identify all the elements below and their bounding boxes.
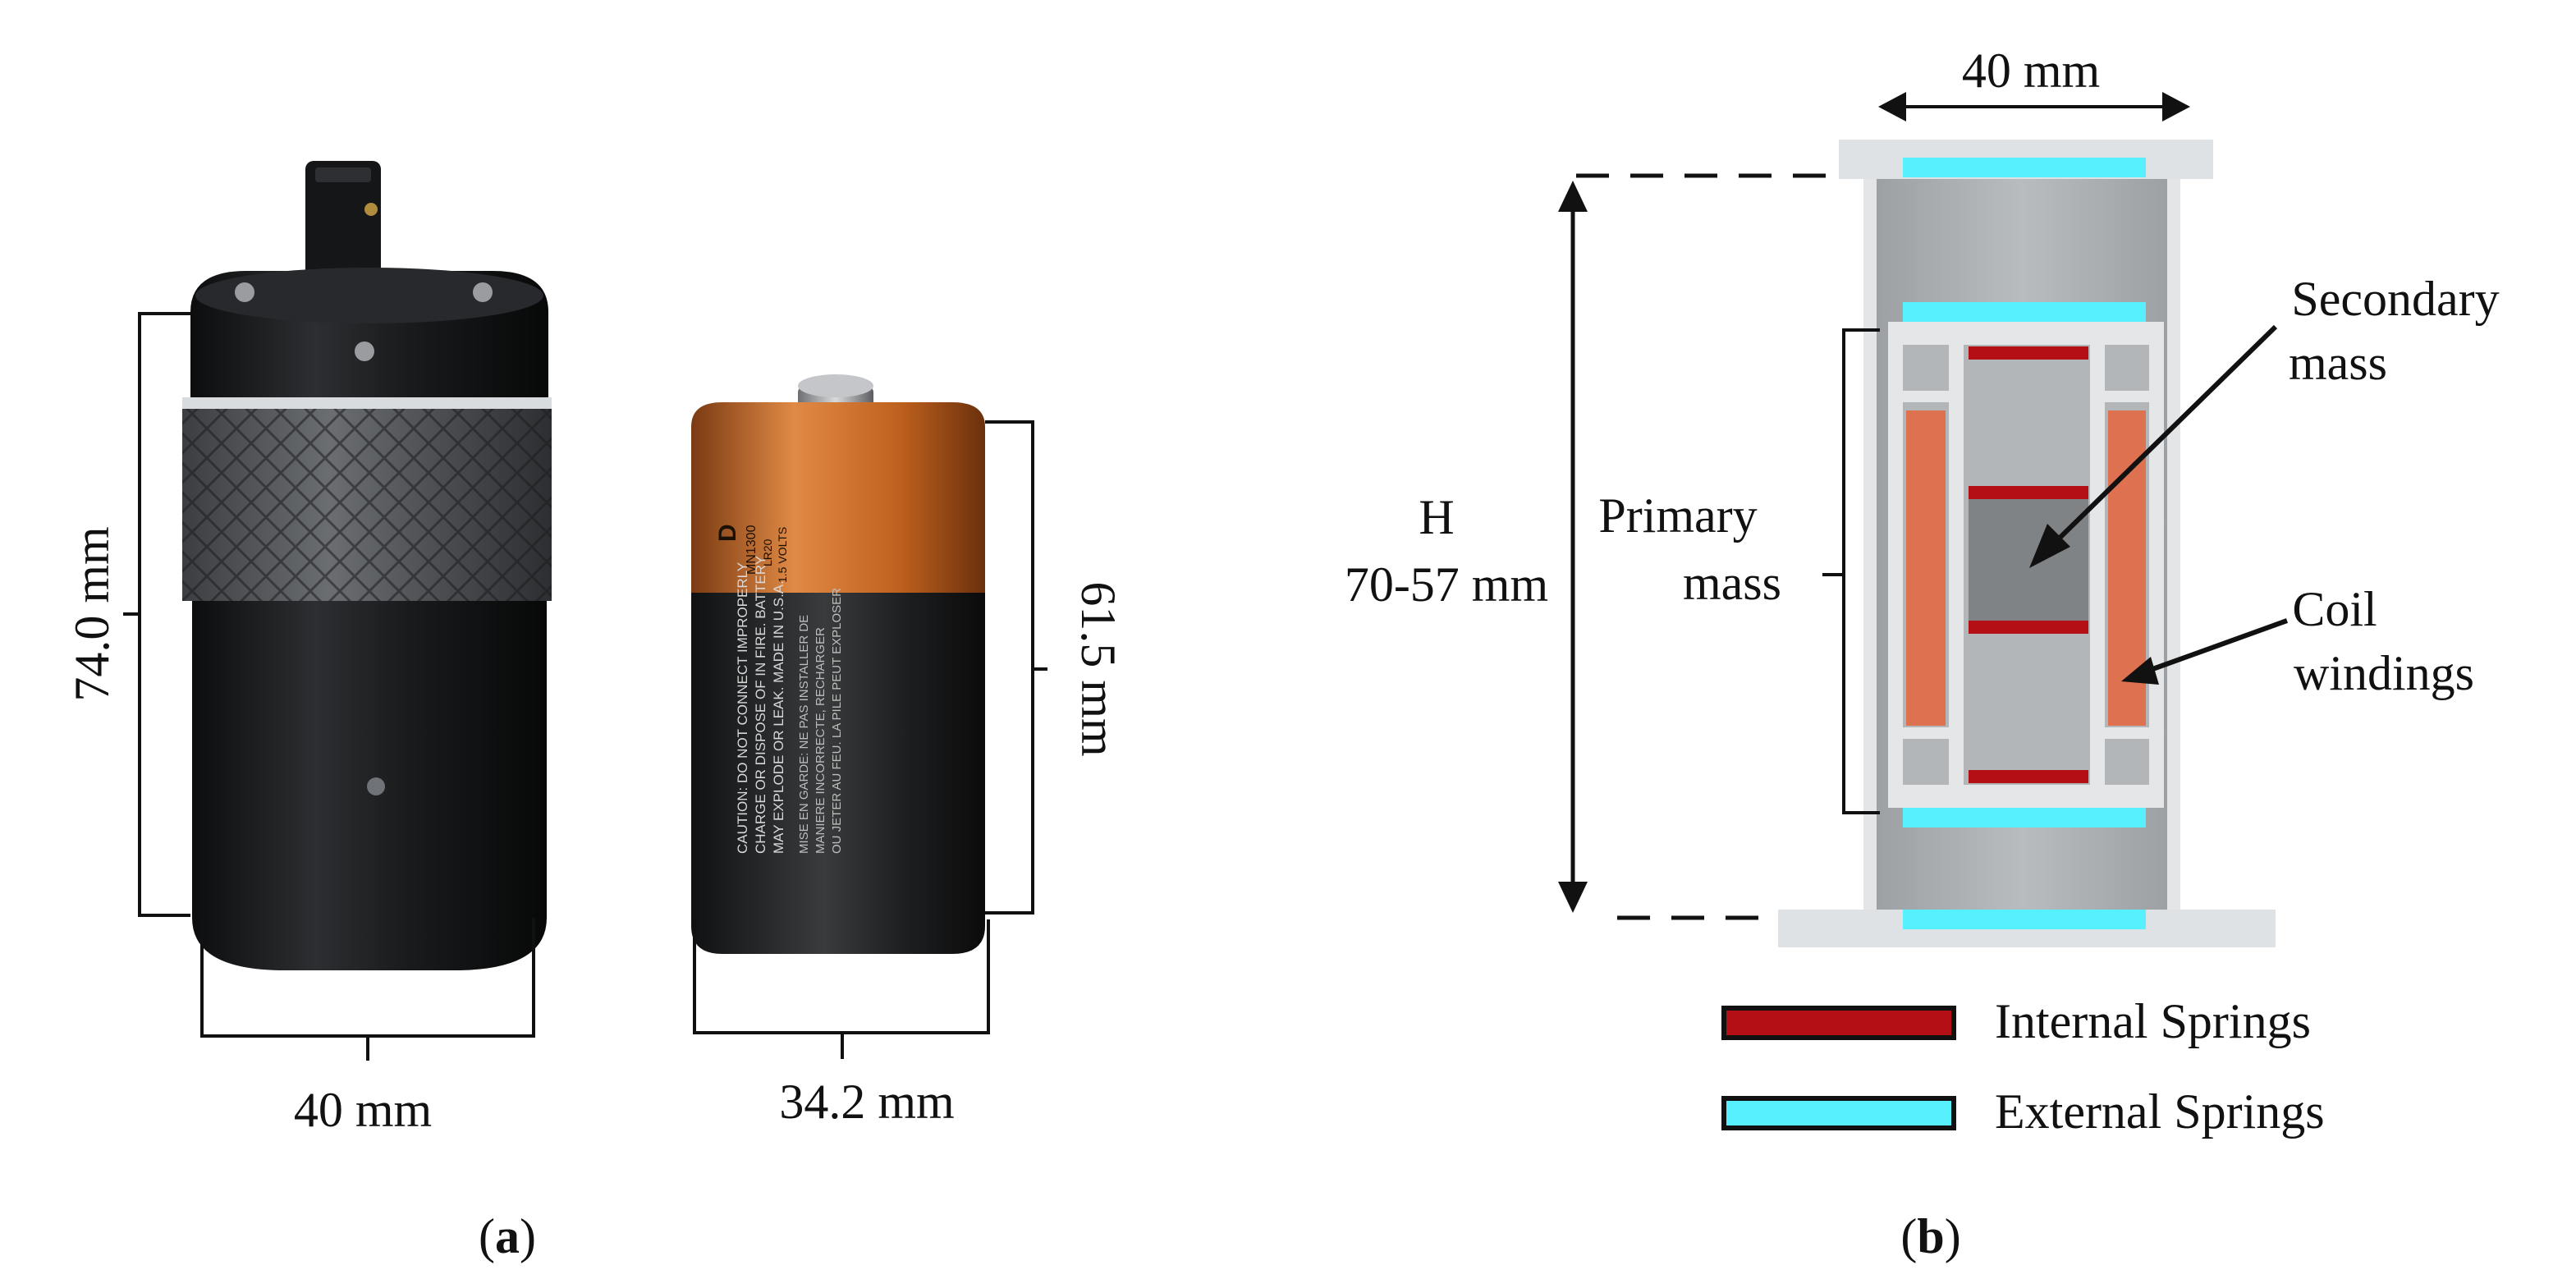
battery-iec: LR20 <box>761 539 774 566</box>
housing-left-wall <box>1863 179 1877 910</box>
coil-label-line2: windings <box>2294 646 2474 700</box>
battery-french-line: MISE EN GARDE: NE PAS INSTALLER DE <box>797 615 811 854</box>
band-top-edge <box>182 397 552 409</box>
panel-b-caption: (b) <box>1900 1209 1960 1263</box>
external-spring-upper-inner <box>1903 302 2146 322</box>
secondary-mass-label-line2: mass <box>2289 336 2387 390</box>
battery-width-label: 34.2 mm <box>779 1075 954 1129</box>
primary-mass-bottom-plate <box>1888 785 2164 808</box>
primary-mass-top-plate <box>1888 322 2164 345</box>
legend-swatch-external <box>1721 1096 1956 1130</box>
top-width-arrow-left-head <box>1878 92 1906 121</box>
frame-shelf <box>2105 391 2149 402</box>
primary-mass-left-inner-rail <box>1949 345 1964 785</box>
top-width-label: 40 mm <box>1962 44 2100 98</box>
frame-shelf <box>1903 727 1949 739</box>
device-top-face <box>195 268 543 323</box>
frame-shelf <box>2105 727 2149 739</box>
battery-charge-line: CHARGE OR DISPOSE OF IN FIRE. BATTERY <box>753 556 768 854</box>
panel-b: 40 mm H 70-57 mm <box>1345 44 2500 1263</box>
external-spring-bottom <box>1903 910 2146 929</box>
panel-a-caption: (a) <box>479 1209 536 1263</box>
external-spring-top <box>1903 158 2146 177</box>
secondary-mass-pointer <box>2050 324 2278 548</box>
top-width-arrow-right-head <box>2162 92 2190 121</box>
primary-mass-label-line2: mass <box>1683 556 1781 610</box>
battery-height-label: 61.5 mm <box>1071 581 1125 756</box>
battery-terminal-top <box>798 374 873 397</box>
battery-size-letter: D <box>714 524 741 542</box>
housing-right-wall <box>2167 179 2180 910</box>
internal-spring-upper-mid <box>1969 486 2088 499</box>
height-arrow-top-head <box>1558 181 1588 212</box>
legend-swatch-internal <box>1721 1006 1956 1040</box>
device-height-bracket <box>123 312 190 917</box>
battery-volts: 1.5 VOLTS <box>776 527 789 583</box>
mesh-pattern <box>182 401 552 601</box>
connector-pin <box>364 203 378 216</box>
primary-mass-bracket <box>1822 328 1880 814</box>
coil-pointer-head <box>2121 657 2159 685</box>
sensor-device <box>182 161 552 970</box>
secondary-mass-label-line1: Secondary <box>2291 272 2499 326</box>
height-range-label: 70-57 mm <box>1345 557 1548 612</box>
battery-model: MN1300 <box>745 525 759 575</box>
height-symbol: H <box>1419 490 1454 544</box>
external-spring-lower-inner <box>1903 808 2146 827</box>
screw-head <box>235 282 254 302</box>
battery-copper-top <box>691 402 985 593</box>
connector-rim <box>315 167 371 182</box>
battery-french-line: MANIERE INCORRECTE, RECHARGER <box>814 627 827 854</box>
screw-head <box>473 282 493 302</box>
d-battery: D MN1300 LR20 1.5 VOLTS CAUTION: DO NOT … <box>691 374 985 954</box>
coil-winding-left <box>1906 410 1946 726</box>
legend-label-external: External Springs <box>1995 1084 2325 1139</box>
internal-spring-top <box>1969 346 2088 360</box>
battery-width-bracket <box>693 919 990 1059</box>
secondary-mass-block <box>1969 499 2088 621</box>
frame-shelf <box>1903 391 1949 402</box>
device-width-label: 40 mm <box>294 1083 432 1137</box>
coil-pointer <box>2144 618 2289 674</box>
battery-black-body <box>691 593 985 954</box>
primary-mass-right-inner-rail <box>2090 345 2105 785</box>
device-height-label: 74.0 mm <box>65 526 119 701</box>
internal-spring-bottom <box>1969 770 2088 783</box>
primary-mass-right-rail <box>2149 322 2164 808</box>
primary-mass-left-rail <box>1888 322 1903 808</box>
secondary-mass-pointer-head <box>2029 524 2070 568</box>
battery-french-line: OU JETER AU FEU. LA PILE PEUT EXPLOSER <box>830 588 844 854</box>
legend: Internal Springs External Springs <box>1721 994 2325 1139</box>
internal-spring-lower-mid <box>1969 621 2088 634</box>
height-arrow-bottom-head <box>1558 882 1588 913</box>
device-width-bracket <box>200 918 535 1061</box>
battery-leak-line: MAY EXPLODE OR LEAK. MADE IN U.S.A. <box>771 580 786 854</box>
battery-caution-line: CAUTION: DO NOT CONNECT IMPROPERLY <box>735 562 750 854</box>
screw-head <box>355 342 374 361</box>
body-screw <box>367 777 385 795</box>
panel-a: 74.0 mm 40 mm D MN1300 LR20 1.5 VOLTS CA… <box>65 161 1125 1263</box>
battery-height-bracket <box>985 420 1047 915</box>
coil-label-line1: Coil <box>2292 582 2377 636</box>
primary-mass-label-line1: Primary <box>1598 488 1757 543</box>
battery-label-text: D MN1300 LR20 1.5 VOLTS CAUTION: DO NOT … <box>714 524 844 854</box>
connector-plug <box>305 161 381 284</box>
legend-label-internal: Internal Springs <box>1995 994 2311 1048</box>
